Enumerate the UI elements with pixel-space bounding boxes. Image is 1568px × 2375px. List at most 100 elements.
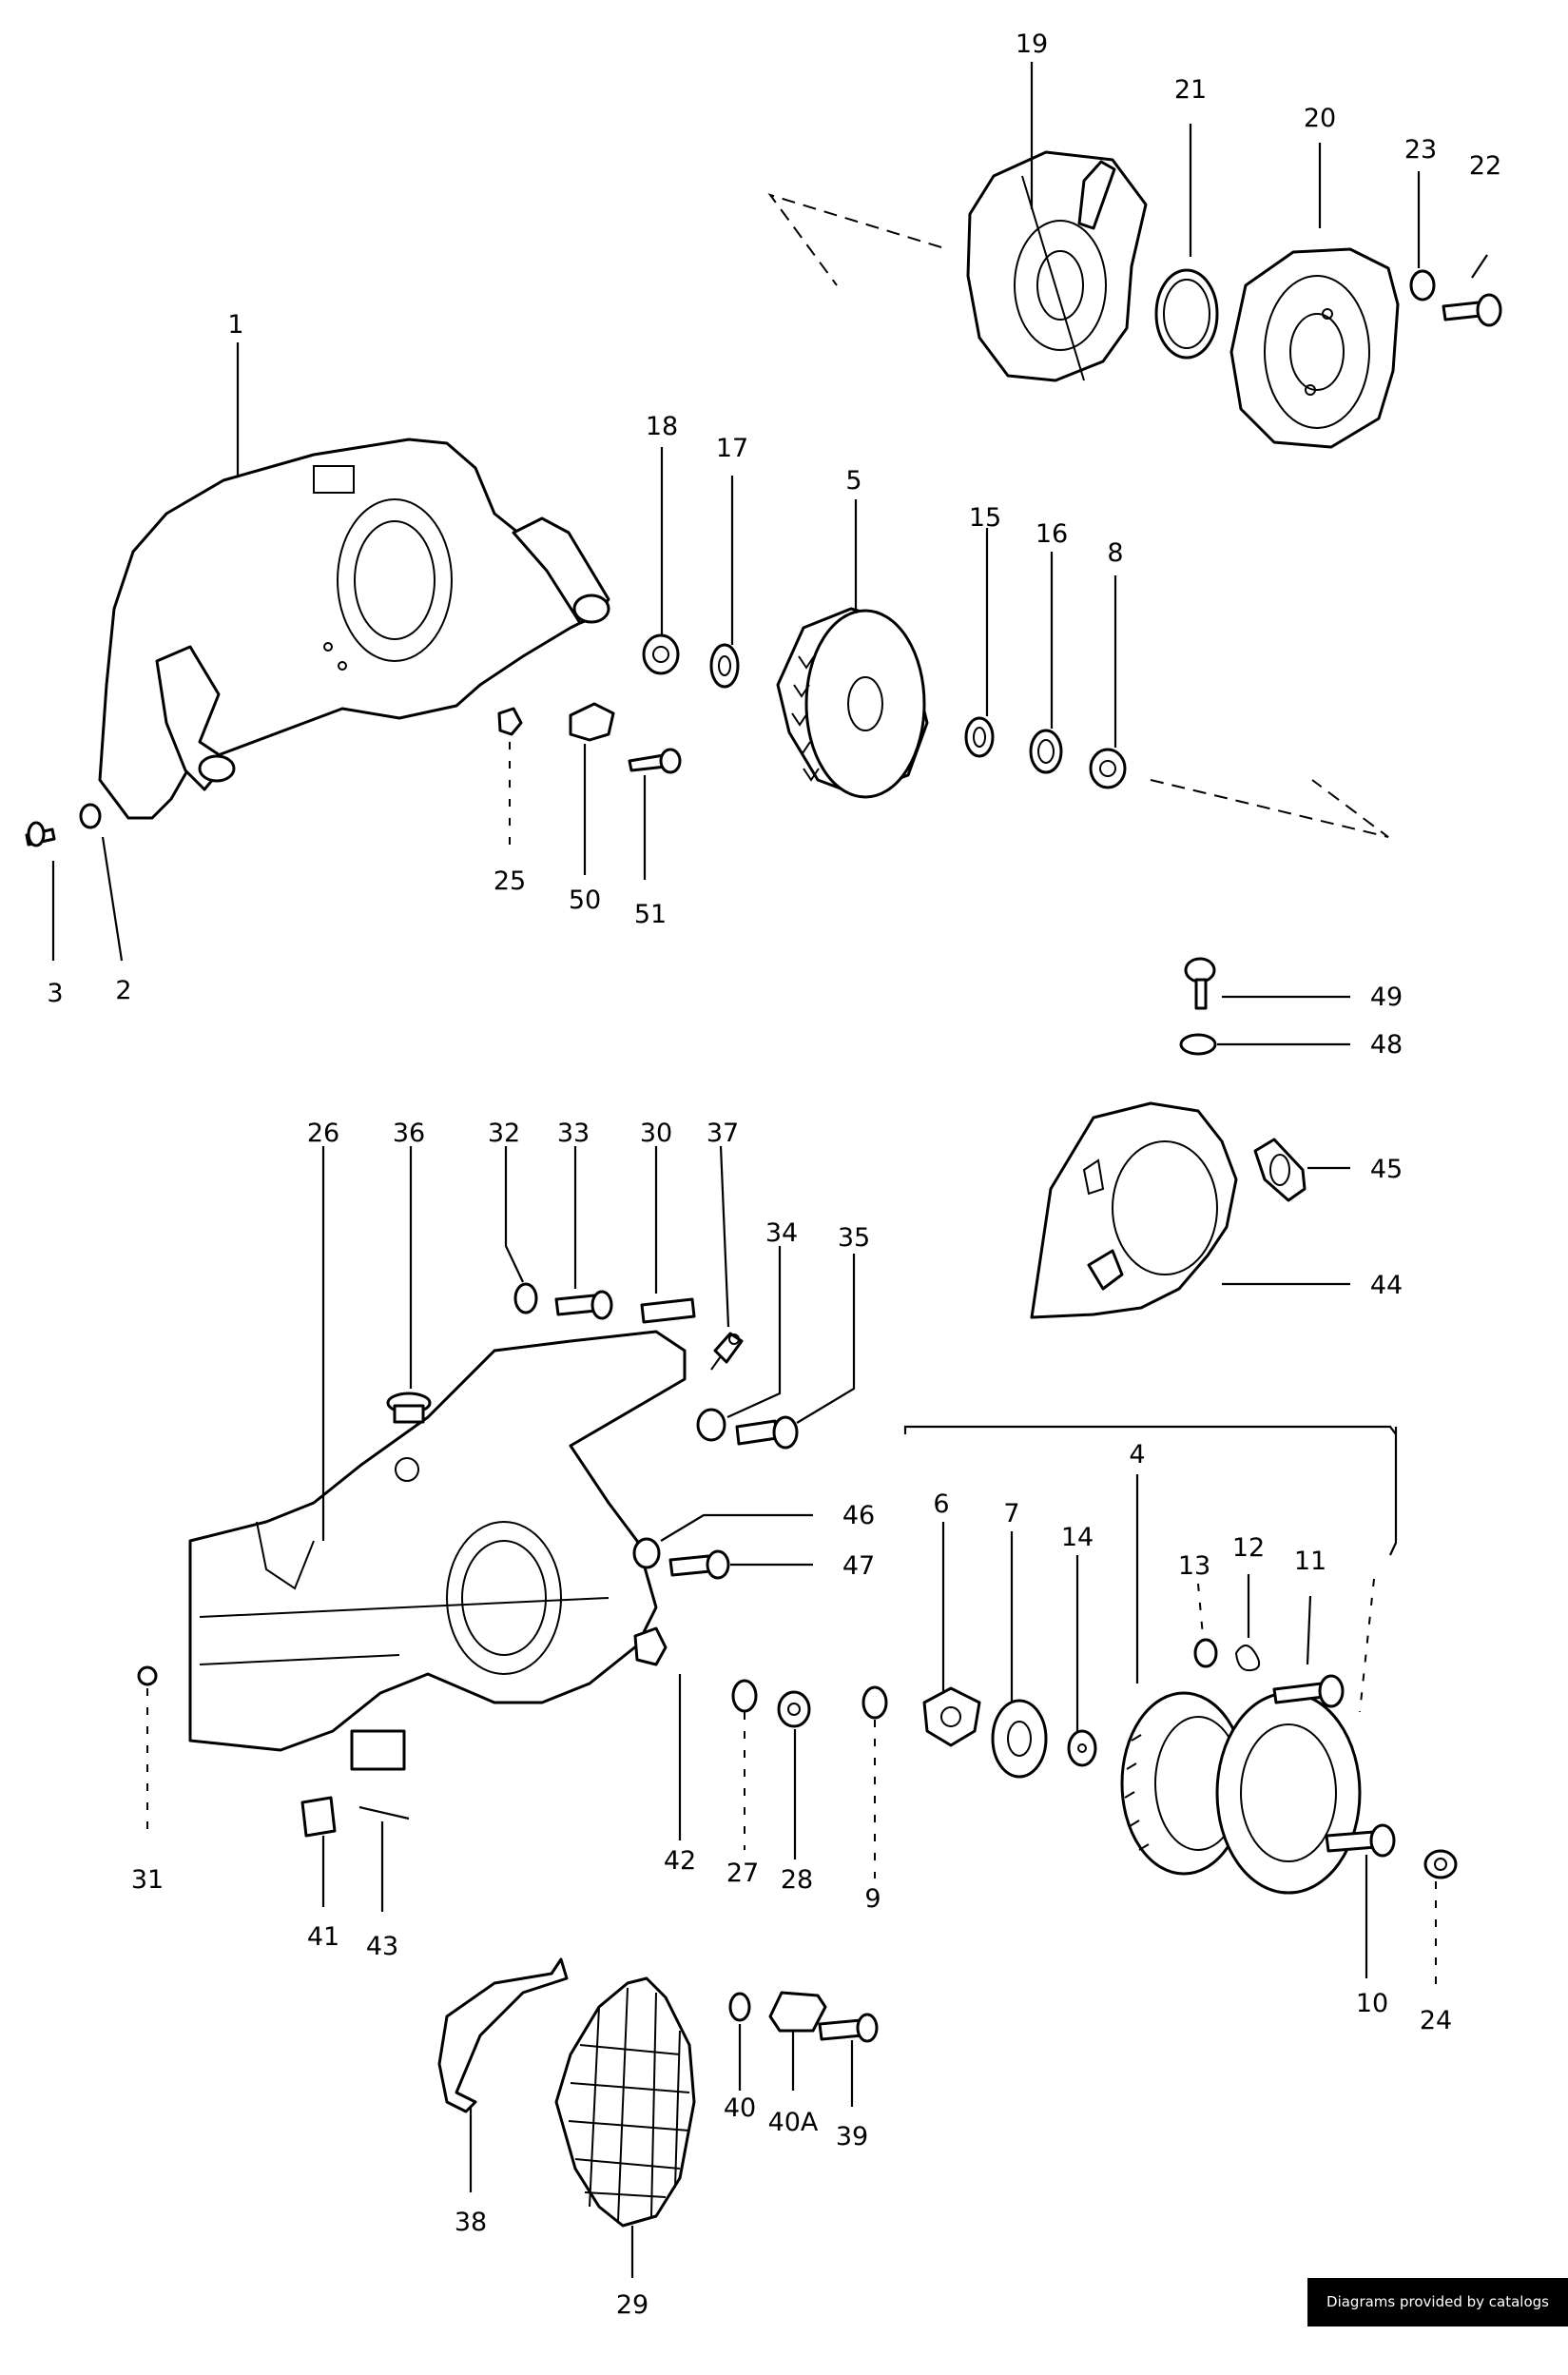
part-24-cap bbox=[1423, 1849, 1458, 1879]
label-11: 11 bbox=[1294, 1547, 1326, 1576]
label-5: 5 bbox=[845, 466, 861, 496]
part-13-washer bbox=[1193, 1638, 1218, 1668]
part-21-gasket-ring bbox=[1154, 268, 1219, 360]
label-44: 44 bbox=[1370, 1271, 1403, 1300]
part-16-washer bbox=[1029, 729, 1063, 774]
part-31-plug bbox=[137, 1665, 158, 1686]
label-34: 34 bbox=[765, 1218, 798, 1248]
label-6: 6 bbox=[933, 1489, 949, 1519]
part-46-washer bbox=[632, 1537, 661, 1569]
part-7-plate bbox=[991, 1699, 1048, 1779]
part-12-spring-clip bbox=[1234, 1645, 1261, 1672]
label-20: 20 bbox=[1304, 104, 1336, 133]
label-15: 15 bbox=[969, 503, 1001, 533]
label-48: 48 bbox=[1370, 1030, 1403, 1060]
label-35: 35 bbox=[838, 1223, 870, 1253]
part-2-washer bbox=[79, 803, 102, 829]
label-22: 22 bbox=[1469, 151, 1501, 181]
part-22-bolt bbox=[1442, 293, 1502, 327]
label-47: 47 bbox=[842, 1551, 875, 1581]
part-1-fan-housing bbox=[98, 438, 610, 820]
label-14: 14 bbox=[1061, 1523, 1094, 1552]
label-9: 9 bbox=[864, 1884, 881, 1914]
part-40a-lock-plate bbox=[768, 1991, 827, 2033]
part-8-nut bbox=[1089, 748, 1127, 789]
label-3: 3 bbox=[47, 979, 63, 1008]
part-50-clamp bbox=[569, 702, 615, 742]
part-4-drum-assembly bbox=[1120, 1691, 1362, 1895]
label-42: 42 bbox=[664, 1846, 696, 1876]
label-38: 38 bbox=[455, 2208, 487, 2237]
part-9-ring bbox=[861, 1685, 888, 1720]
part-47-bolt bbox=[668, 1549, 730, 1580]
part-36-breather-cap bbox=[386, 1392, 432, 1424]
part-23-washer bbox=[1409, 269, 1436, 302]
part-20-backing-plate bbox=[1229, 247, 1400, 449]
label-49: 49 bbox=[1370, 983, 1403, 1012]
label-40: 40 bbox=[724, 2093, 756, 2123]
part-42-bracket bbox=[633, 1626, 668, 1666]
part-25-clip bbox=[497, 707, 523, 736]
part-15-spacer bbox=[964, 716, 995, 758]
label-7: 7 bbox=[1003, 1499, 1019, 1528]
label-19: 19 bbox=[1016, 29, 1048, 59]
label-33: 33 bbox=[557, 1119, 590, 1148]
part-48-washer bbox=[1179, 1033, 1217, 1056]
label-29: 29 bbox=[616, 2290, 648, 2320]
part-30-stud bbox=[640, 1297, 696, 1324]
exploded-parts-diagram: 19 21 20 23 22 1 18 17 5 15 16 8 25 50 5… bbox=[25, 29, 1502, 2320]
label-41: 41 bbox=[307, 1922, 339, 1952]
label-37: 37 bbox=[707, 1119, 739, 1148]
part-29-screen bbox=[554, 1976, 696, 2228]
part-34-washer bbox=[696, 1408, 726, 1442]
label-39: 39 bbox=[836, 2122, 868, 2151]
part-49-screw bbox=[1184, 957, 1216, 1010]
label-46: 46 bbox=[842, 1501, 875, 1530]
part-10-bolt bbox=[1325, 1823, 1396, 1858]
part-40-washer bbox=[728, 1992, 751, 2022]
part-51-screw bbox=[628, 748, 682, 774]
part-35-bolt bbox=[735, 1415, 799, 1450]
label-18: 18 bbox=[646, 412, 678, 441]
label-27: 27 bbox=[726, 1859, 759, 1888]
label-50: 50 bbox=[569, 886, 601, 915]
label-24: 24 bbox=[1420, 2006, 1452, 2035]
label-21: 21 bbox=[1174, 75, 1207, 105]
label-17: 17 bbox=[716, 434, 748, 463]
part-27-washer bbox=[731, 1679, 758, 1713]
label-4: 4 bbox=[1129, 1440, 1145, 1470]
label-51: 51 bbox=[634, 900, 667, 929]
label-2: 2 bbox=[115, 976, 131, 1005]
label-30: 30 bbox=[640, 1119, 672, 1148]
part-33-bolt bbox=[554, 1290, 613, 1320]
callout-labels: 19 21 20 23 22 1 18 17 5 15 16 8 25 50 5… bbox=[47, 29, 1501, 2320]
credit-banner: Diagrams provided by catalogs parts bbox=[1307, 2278, 1568, 2359]
part-17-spacer bbox=[709, 643, 740, 689]
label-25: 25 bbox=[494, 866, 526, 896]
label-40a: 40A bbox=[768, 2108, 819, 2137]
label-26: 26 bbox=[307, 1119, 339, 1148]
part-43-pin bbox=[358, 1805, 410, 1820]
label-36: 36 bbox=[393, 1119, 425, 1148]
part-39-bolt bbox=[818, 2013, 879, 2043]
label-16: 16 bbox=[1036, 519, 1068, 549]
label-10: 10 bbox=[1356, 1989, 1388, 2018]
label-13: 13 bbox=[1178, 1551, 1210, 1581]
leader-lines bbox=[51, 62, 1488, 2278]
part-41-seal bbox=[300, 1796, 337, 1838]
part-14-washer bbox=[1067, 1729, 1097, 1767]
part-3-bolt bbox=[25, 821, 56, 847]
part-6-hub bbox=[922, 1686, 981, 1747]
part-44-cover bbox=[1030, 1101, 1238, 1319]
label-23: 23 bbox=[1404, 135, 1437, 165]
label-8: 8 bbox=[1107, 538, 1123, 568]
label-12: 12 bbox=[1232, 1533, 1265, 1563]
part-26-crankcase bbox=[188, 1330, 687, 1771]
part-5-fan bbox=[776, 607, 929, 799]
label-43: 43 bbox=[366, 1932, 398, 1961]
part-11-bolt bbox=[1272, 1674, 1345, 1708]
part-37-valve bbox=[710, 1332, 744, 1371]
label-28: 28 bbox=[781, 1865, 813, 1895]
part-38-bracket bbox=[437, 1957, 569, 2113]
label-45: 45 bbox=[1370, 1155, 1403, 1184]
